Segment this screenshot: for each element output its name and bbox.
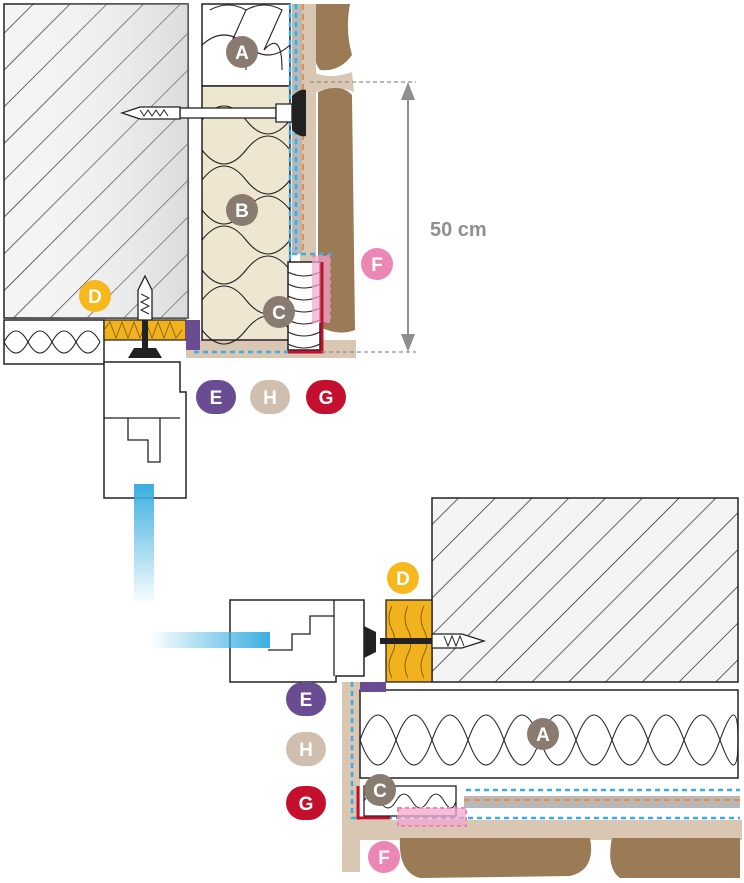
- window-frame-top: [103, 361, 187, 499]
- red-seal-bottom: [356, 786, 390, 820]
- anchor-screw-vertical: [128, 274, 162, 358]
- purple-seal-bottom: [360, 682, 386, 692]
- svg-text:H: H: [299, 740, 313, 761]
- svg-text:C: C: [373, 781, 387, 802]
- badge-A-top: A: [226, 36, 258, 68]
- svg-text:D: D: [88, 287, 102, 308]
- badge-A-bottom: A: [527, 718, 559, 750]
- badge-H-top: H: [250, 380, 290, 414]
- top-detail: 50 cm: [3, 3, 487, 606]
- bottom-detail: [150, 497, 742, 878]
- light-beam-right: [150, 632, 270, 648]
- badge-D-top: D: [79, 280, 111, 312]
- svg-text:E: E: [210, 388, 223, 409]
- light-beam-down: [134, 484, 154, 606]
- badge-C-bottom: C: [364, 774, 396, 806]
- earth-top: [314, 4, 355, 333]
- svg-text:B: B: [235, 201, 249, 222]
- badge-G-bottom: G: [286, 786, 326, 820]
- insulation-strip-left: [3, 319, 105, 365]
- purple-seal-top: [186, 320, 200, 350]
- svg-text:C: C: [272, 303, 286, 324]
- dimension-label: 50 cm: [430, 219, 487, 241]
- pink-tape-bottom: [397, 807, 467, 827]
- masonry-wall-bottom: [431, 497, 739, 683]
- badge-E-bottom: E: [286, 682, 326, 716]
- anchor-screw-horizontal: [119, 89, 306, 137]
- badge-F-top: F: [361, 248, 393, 280]
- badge-D-bottom: D: [387, 562, 419, 594]
- svg-text:F: F: [371, 255, 383, 276]
- blue-membrane-top: [190, 4, 332, 354]
- svg-text:D: D: [396, 569, 410, 590]
- badge-C-top: C: [263, 296, 295, 328]
- svg-text:G: G: [319, 388, 334, 409]
- badge-B: B: [226, 194, 258, 226]
- svg-text:F: F: [378, 848, 390, 869]
- badge-E-top: E: [196, 380, 236, 414]
- anchor-screw-bottom: [364, 626, 487, 658]
- svg-text:H: H: [263, 388, 277, 409]
- dimension-50cm: 50 cm: [310, 81, 487, 353]
- badge-H-bottom: H: [286, 732, 326, 766]
- svg-text:E: E: [300, 690, 313, 711]
- earth-bottom: [399, 838, 740, 878]
- svg-text:A: A: [235, 43, 249, 64]
- svg-text:A: A: [536, 725, 550, 746]
- badge-F-bottom: F: [368, 841, 400, 873]
- window-frame-bottom: [229, 599, 365, 683]
- badge-G-top: G: [306, 380, 346, 414]
- svg-text:G: G: [299, 794, 314, 815]
- blue-membrane-bottom: [350, 682, 740, 820]
